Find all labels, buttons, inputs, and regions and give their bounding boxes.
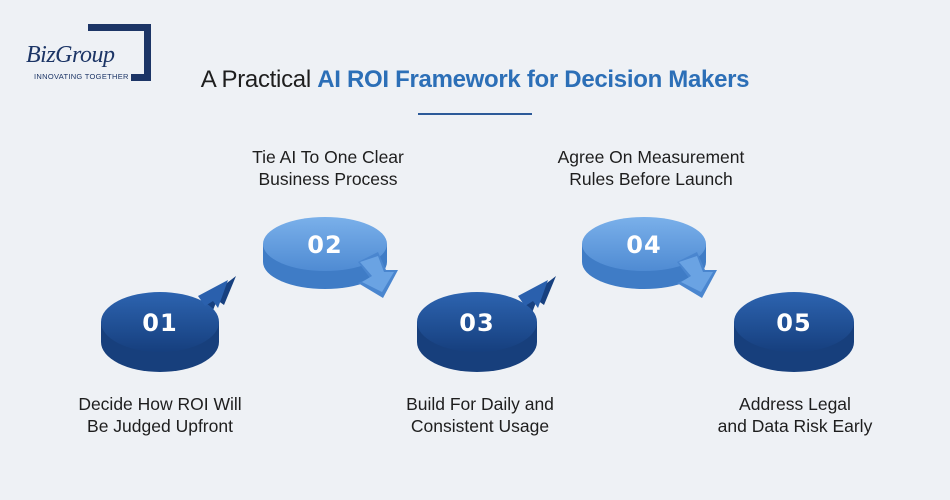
step-04-disc: 04 bbox=[582, 217, 717, 298]
step-03-disc: 03 bbox=[417, 276, 556, 372]
title-highlight: AI ROI Framework for Decision Makers bbox=[317, 66, 750, 93]
bizgroup-logo: BizGroup INNOVATING TOGETHER bbox=[22, 24, 158, 84]
title-underline bbox=[418, 113, 532, 115]
step-03-number: 03 bbox=[459, 309, 494, 337]
step-05-caption: Address Legal and Data Risk Early bbox=[717, 394, 873, 436]
logo-tagline: INNOVATING TOGETHER bbox=[32, 72, 131, 81]
logo-wordmark: BizGroup bbox=[26, 42, 117, 69]
step-05-disc: 05 bbox=[734, 292, 854, 372]
step-02-number: 02 bbox=[307, 231, 342, 259]
step-03-caption: Build For Daily and Consistent Usage bbox=[406, 394, 554, 436]
step-01-caption: Decide How ROI Will Be Judged Upfront bbox=[78, 394, 242, 436]
step-04-caption: Agree On Measurement Rules Before Launch bbox=[557, 147, 745, 189]
title-prefix: A Practical bbox=[200, 66, 318, 93]
step-01-disc: 01 bbox=[101, 276, 236, 372]
step-02-disc: 02 bbox=[263, 217, 398, 298]
step-01-number: 01 bbox=[142, 309, 177, 337]
step-02-caption: Tie AI To One Clear Business Process bbox=[252, 147, 404, 189]
step-05-number: 05 bbox=[776, 309, 811, 337]
page-title: A Practical AI ROI Framework for Decisio… bbox=[0, 66, 950, 94]
step-04-number: 04 bbox=[626, 231, 661, 259]
